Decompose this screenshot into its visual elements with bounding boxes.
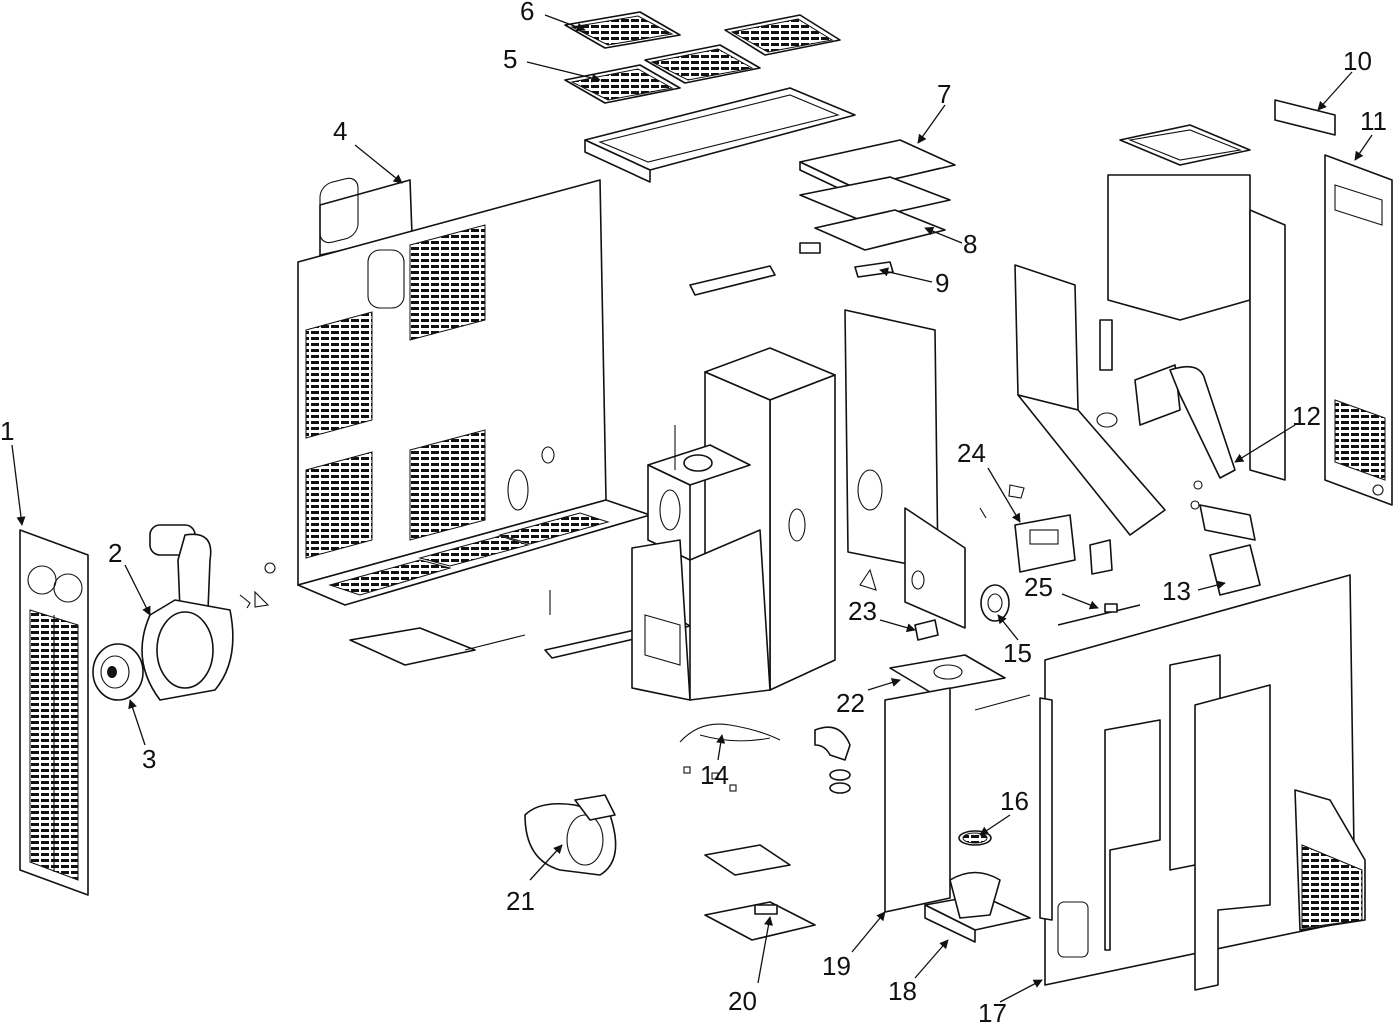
part-15-gas-valve — [980, 584, 1010, 622]
part-22-top-plate — [889, 654, 1006, 693]
part-6-top-grille — [564, 11, 841, 56]
callout-5: 5 — [503, 44, 517, 74]
callout-17: 17 — [978, 998, 1007, 1024]
leader-24 — [987, 467, 1021, 523]
part-25-sensor-rod — [1057, 603, 1141, 626]
part-14-wire-harness — [679, 723, 851, 794]
callout-1: 1 — [0, 416, 14, 446]
callout-13: 13 — [1162, 576, 1191, 606]
callout-25: 25 — [1024, 572, 1053, 602]
part-13-igniter-bracket — [1209, 544, 1261, 596]
part-24-control-board — [979, 484, 1113, 575]
small-fasteners-left — [239, 562, 276, 609]
part-8-filter — [799, 176, 951, 254]
part-10-cap — [1274, 99, 1336, 136]
part-21-convection-blower — [524, 794, 617, 876]
callout-15: 15 — [1003, 638, 1032, 668]
leader-5 — [526, 61, 601, 83]
leader-6 — [544, 14, 586, 32]
leader-2 — [124, 564, 151, 616]
leader-3 — [128, 699, 146, 746]
leader-13 — [1197, 580, 1226, 591]
callout-18: 18 — [888, 976, 917, 1006]
inner-divider-panel — [844, 309, 966, 629]
leader-15 — [997, 614, 1019, 641]
part-17-right-side-panel — [1044, 574, 1366, 991]
leader-14 — [716, 734, 726, 761]
part-16-burner-ring — [958, 830, 992, 846]
callout-9: 9 — [935, 268, 949, 298]
part-4-back-panel — [297, 177, 651, 606]
leader-16 — [979, 814, 1011, 836]
part-11-right-grille-panel — [1324, 154, 1393, 506]
part-1-left-grille-panel — [19, 529, 89, 896]
part-3-blower-motor — [92, 643, 144, 701]
leader-23 — [879, 619, 916, 633]
callout-23: 23 — [848, 596, 877, 626]
callout-2: 2 — [108, 538, 122, 568]
part-5-top-grille — [564, 44, 761, 104]
part-19-side-panel — [884, 687, 1053, 921]
leader-12 — [1234, 424, 1296, 463]
callout-22: 22 — [836, 688, 865, 718]
leader-25 — [1061, 593, 1099, 610]
heat-exchanger-assembly — [631, 347, 836, 701]
callout-3: 3 — [142, 744, 156, 774]
callout-21: 21 — [506, 886, 535, 916]
callout-12: 12 — [1292, 401, 1321, 431]
leader-8 — [924, 226, 963, 244]
leader-lines — [11, 14, 1373, 1003]
leader-22 — [867, 678, 901, 691]
callout-24: 24 — [957, 438, 986, 468]
part-20-gasket-panels — [704, 844, 816, 941]
callout-14: 14 — [700, 760, 729, 790]
part-12-burner — [1190, 480, 1256, 541]
leader-20 — [757, 916, 774, 984]
part-2-combustion-blower — [141, 524, 234, 701]
firebox-side-panel — [1014, 124, 1286, 536]
leader-11 — [1354, 134, 1373, 161]
callout-10: 10 — [1343, 46, 1372, 76]
callout-4: 4 — [333, 116, 347, 146]
part-9-bracket — [689, 261, 894, 296]
part-23-switch — [914, 619, 939, 641]
leader-1 — [11, 444, 26, 526]
leader-4 — [354, 144, 403, 184]
leader-7 — [917, 104, 946, 144]
callout-20: 20 — [728, 986, 757, 1016]
callout-7: 7 — [937, 79, 951, 109]
leader-18 — [914, 939, 949, 979]
callout-6: 6 — [520, 0, 534, 26]
callout-11: 11 — [1360, 106, 1387, 136]
callout-19: 19 — [822, 951, 851, 981]
leader-10 — [1317, 71, 1353, 111]
leader-9 — [879, 267, 933, 283]
part-18-burner-pot — [924, 871, 1031, 943]
leader-19 — [851, 911, 886, 953]
top-frame — [584, 87, 856, 183]
callout-8: 8 — [963, 229, 977, 259]
callout-16: 16 — [1000, 786, 1029, 816]
leader-21 — [529, 844, 563, 881]
leader-17 — [999, 979, 1043, 1003]
